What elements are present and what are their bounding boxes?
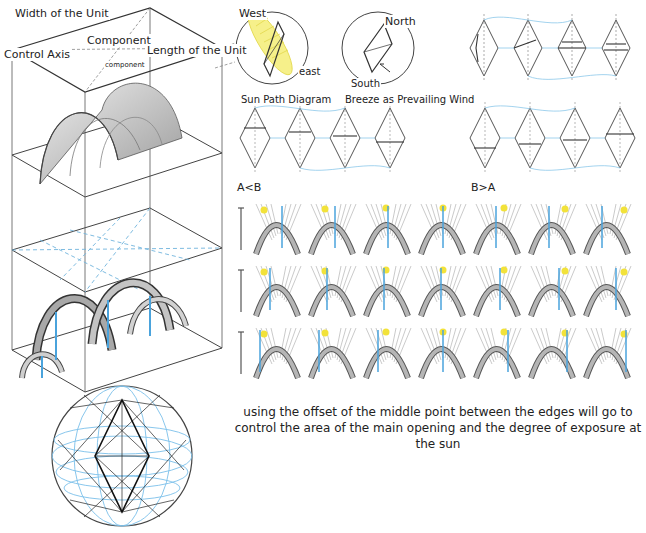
annotation-label: Breeze as Prevailing Wind (344, 94, 475, 105)
annotation-label: Control Axis (3, 48, 71, 61)
caption-text: using the offset of the middle point bet… (232, 404, 644, 453)
annotation-label: Component (86, 34, 152, 47)
caption-holder: using the offset of the middle point bet… (232, 404, 644, 453)
label-holder: North (384, 10, 417, 29)
annotation-label: Length of the Unit (146, 44, 247, 57)
annotation-label: Width of the Unit (14, 7, 110, 20)
label-holder: B>A (470, 176, 496, 195)
annotation-label: South (350, 78, 381, 89)
label-holder: Component (86, 29, 152, 48)
label-holder: Breeze as Prevailing Wind (344, 88, 475, 107)
label-holder: component (104, 52, 146, 71)
annotation-label: North (384, 15, 417, 28)
label-holder: South (350, 72, 381, 91)
label-holder: A<B (236, 176, 262, 195)
annotation-label: West (238, 7, 267, 20)
annotation-label: east (298, 66, 321, 77)
annotation-label: B>A (470, 181, 496, 194)
label-holder: Length of the Unit (146, 39, 247, 58)
annotation-label: Sun Path Diagram (240, 94, 332, 105)
label-holder: West (238, 2, 267, 21)
label-holder: Width of the Unit (14, 2, 110, 21)
annotation-label: component (104, 61, 146, 69)
label-holder: Control Axis (3, 43, 71, 62)
label-holder: east (298, 60, 321, 79)
annotation-label: A<B (236, 181, 262, 194)
label-holder: Sun Path Diagram (240, 88, 332, 107)
